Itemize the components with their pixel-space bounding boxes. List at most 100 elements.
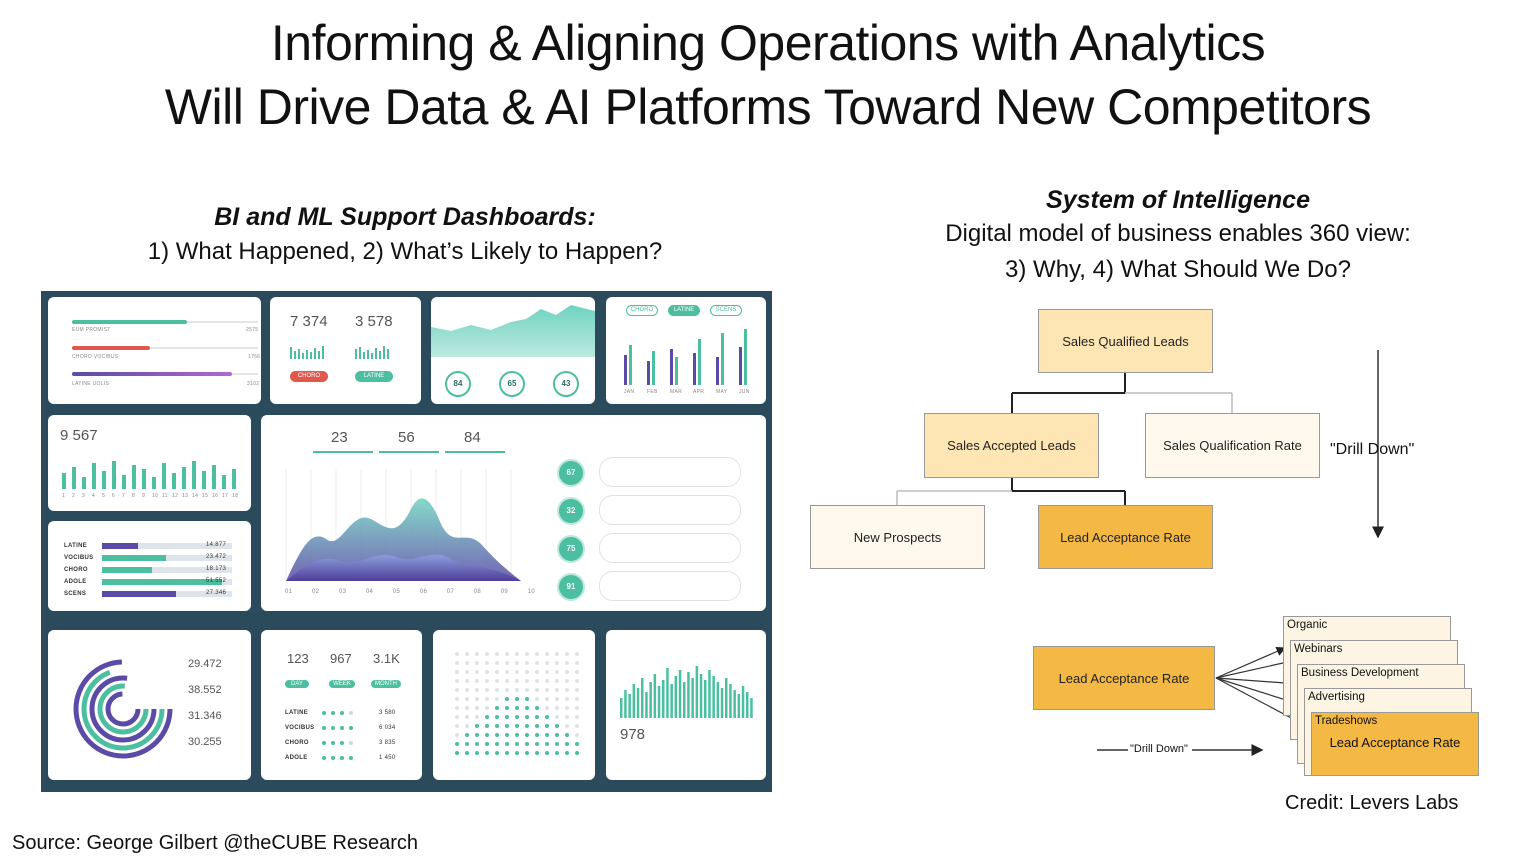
tick: 13	[182, 493, 189, 499]
grid-dot	[505, 652, 509, 656]
dash-card-bars-9567: 9 567 1 2 3 4 5 6 7 8 9 10 11 12 13	[48, 415, 251, 511]
bar-978	[674, 676, 678, 718]
grid-dot	[535, 652, 539, 656]
grid-dot	[545, 706, 549, 710]
month-label: APR	[693, 389, 705, 395]
grid-dot	[555, 688, 559, 692]
grid-dot	[465, 706, 469, 710]
dot-grid	[455, 652, 579, 755]
right-subheading-2: 3) Why, 4) What Should We Do?	[1005, 256, 1351, 283]
grid-dot	[485, 679, 489, 683]
pill-latine[interactable]: LATINE	[355, 371, 393, 382]
pill[interactable]: CHORO	[626, 305, 658, 316]
month-label: MAY	[716, 389, 728, 395]
grid-dot	[455, 679, 459, 683]
node-sales-accepted-leads: Sales Accepted Leads	[924, 413, 1099, 478]
grid-dot	[565, 688, 569, 692]
x-tick-row: 01 02 03 04 05 06 07 08 09 10	[285, 589, 535, 595]
grid-dot	[535, 715, 539, 719]
grid-dot	[475, 661, 479, 665]
grid-dot	[465, 733, 469, 737]
grid-dot	[505, 679, 509, 683]
progress-value: 1766	[248, 354, 261, 360]
pill-day[interactable]: DAY	[285, 680, 309, 688]
hbar-label: ADOLE	[64, 579, 87, 585]
x-tick: 02	[311, 589, 320, 595]
tick: 17	[222, 493, 229, 499]
grid-dot	[575, 706, 579, 710]
bar-978	[712, 676, 715, 718]
grid-dot	[555, 733, 559, 737]
grid-dot	[455, 724, 459, 728]
pill[interactable]: LATINE	[668, 305, 700, 316]
grid-dot	[485, 688, 489, 692]
grid-dot	[525, 679, 529, 683]
left-heading: BI and ML Support Dashboards:	[214, 203, 596, 231]
dash-card-bars-978: 978	[606, 630, 766, 780]
credit: Credit: Levers Labs	[1285, 792, 1459, 814]
stack-front-label: Lead Acceptance Rate	[1329, 735, 1461, 750]
progress-value: 2575	[246, 327, 259, 333]
hbar-value: 51.552	[206, 578, 227, 584]
value-9567: 9 567	[60, 427, 98, 444]
bar-978	[641, 678, 644, 718]
grid-dot	[575, 715, 579, 719]
grid-dot	[545, 661, 549, 665]
grid-dot	[545, 724, 549, 728]
grid-dot	[515, 733, 519, 737]
count-1: 7 374	[290, 313, 328, 330]
dot-row-value: 6 034	[379, 725, 396, 731]
grid-dot	[525, 742, 529, 746]
x-tick: 07	[446, 589, 455, 595]
dot-row-value: 1 450	[379, 755, 396, 761]
donut-value: 30.255	[188, 736, 222, 748]
grid-dot	[555, 670, 559, 674]
bar-978	[687, 672, 690, 718]
grid-dot	[575, 688, 579, 692]
grid-dot	[475, 670, 479, 674]
hbar-label: SCENS	[64, 591, 87, 597]
circle-stat: 43	[553, 371, 579, 397]
tick: 16	[212, 493, 219, 499]
grid-dot	[485, 742, 489, 746]
period-stat: 123	[287, 651, 309, 666]
grid-dot	[485, 652, 489, 656]
pill-week[interactable]: WEEK	[329, 680, 355, 688]
value-978: 978	[620, 726, 646, 743]
grid-dot	[455, 751, 459, 755]
grid-dot	[485, 751, 489, 755]
pill[interactable]: SCENS	[710, 305, 742, 316]
grid-dot	[505, 670, 509, 674]
grid-dot	[535, 661, 539, 665]
pill-month[interactable]: MONTH	[371, 680, 401, 688]
tick: 4	[92, 493, 96, 499]
drill-down-label-right: "Drill Down"	[1330, 441, 1415, 458]
tick: 10	[152, 493, 159, 499]
grid-dot	[545, 715, 549, 719]
stack-front-title: Tradeshows	[1315, 715, 1378, 727]
grid-dot	[455, 697, 459, 701]
grid-dot	[455, 742, 459, 746]
grid-dot	[465, 679, 469, 683]
dashboard-image: EUM PROMIST 2575 CHORO VOCIBUS 1766 LATI…	[41, 291, 772, 792]
main-area-chart	[285, 469, 521, 581]
grid-dot	[515, 652, 519, 656]
tick: 12	[172, 493, 179, 499]
grid-dot	[505, 751, 509, 755]
grid-dot	[475, 697, 479, 701]
bar-978	[729, 684, 732, 718]
grid-dot	[465, 688, 469, 692]
grid-dot	[485, 670, 489, 674]
pill-choro[interactable]: CHORO	[290, 371, 328, 382]
grid-dot	[535, 697, 539, 701]
area-small	[431, 305, 595, 357]
grid-dot	[495, 679, 499, 683]
grid-dot	[575, 751, 579, 755]
grid-dot	[475, 742, 479, 746]
grid-dot	[535, 706, 539, 710]
bar-978	[704, 680, 707, 718]
grid-dot	[525, 733, 529, 737]
tick: 15	[202, 493, 209, 499]
dot-row-value: 3 835	[379, 740, 396, 746]
grid-dot	[475, 715, 479, 719]
